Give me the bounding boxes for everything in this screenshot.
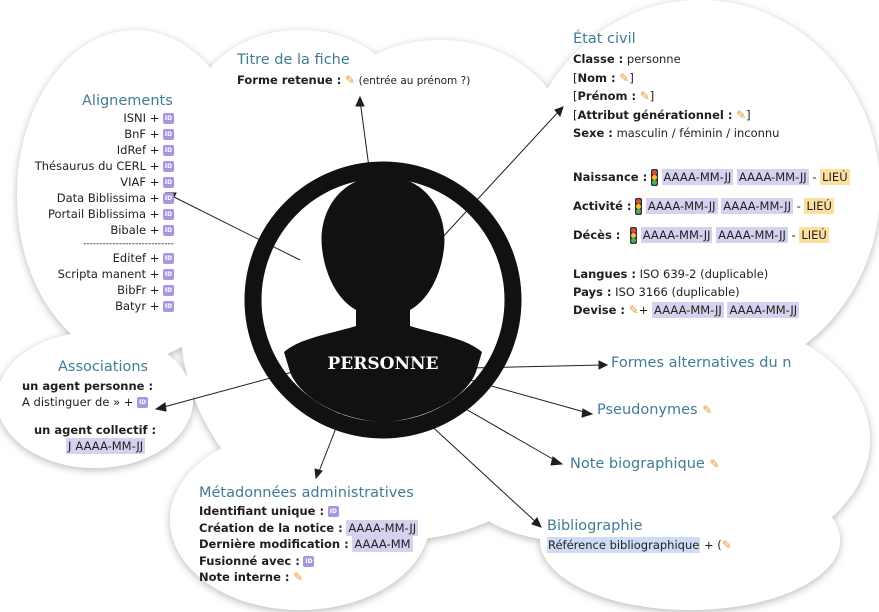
creation-line: Création de la notice : AAAA-MM-JJ <box>199 519 419 536</box>
forme-retenue-line: Forme retenue : ✎ (entrée au prénom ?) <box>237 72 470 89</box>
forme-retenue-label: Forme retenue : <box>237 73 342 87</box>
alignement-item: Portail Biblissima + ID <box>47 207 174 221</box>
id-badge-icon[interactable]: ID <box>163 225 174 236</box>
pencil-icon[interactable]: ✎ <box>293 570 304 584</box>
pencil-icon[interactable]: ✎ <box>628 303 639 317</box>
id-badge-icon[interactable]: ID <box>163 161 174 172</box>
associations-title: Associations <box>58 359 149 375</box>
id-badge-icon[interactable]: ID <box>163 269 174 280</box>
identifiant-line: Identifiant unique : ID <box>199 504 339 518</box>
alignement-item: Scripta manent + ID <box>57 267 174 281</box>
forme-retenue-note: (entrée au prénom ?) <box>358 75 471 87</box>
alignement-item: Bibale + ID <box>110 223 174 237</box>
id-badge-icon[interactable]: ID <box>327 506 339 517</box>
traffic-light-icon[interactable] <box>630 227 638 244</box>
id-badge-icon[interactable]: ID <box>163 113 174 124</box>
pencil-icon[interactable]: ✎ <box>702 403 713 417</box>
center-label: PERSONNE <box>327 354 439 374</box>
titre-fiche-title: Titre de la fiche <box>237 52 350 68</box>
bibliographie-title: Bibliographie <box>547 518 643 534</box>
fusionne-line: Fusionné avec : ID <box>199 553 315 568</box>
alignement-item: Editef + ID <box>112 251 174 265</box>
etat-civil-title: État civil <box>573 31 636 47</box>
pays-line: Pays : ISO 3166 (duplicable) <box>573 285 740 299</box>
agent-collectif-label: un agent collectif : <box>34 423 157 437</box>
alignements-list: ISNI + ID BnF + ID IdRef + ID Thésaurus … <box>20 110 174 314</box>
naissance-line: Naissance : AAAA-MM-JJ AAAA-MM-JJ - LIEÚ <box>573 169 850 186</box>
agent-personne-label: un agent personne : <box>22 379 154 393</box>
activite-line: Activité : AAAA-MM-JJ AAAA-MM-JJ - LIEÚ <box>573 198 834 215</box>
alignement-item: Data Biblissima + ID <box>56 191 174 205</box>
id-badge-icon[interactable]: ID <box>163 285 174 296</box>
metadonnees-block: Identifiant unique : ID Création de la n… <box>199 503 421 586</box>
devise-line: Devise : ✎+ AAAA-MM-JJ AAAA-MM-JJ <box>573 302 800 318</box>
id-badge-icon[interactable]: ID <box>163 129 174 140</box>
associations-block: un agent personne : A distinguer de » + … <box>22 378 156 454</box>
id-badge-icon[interactable]: ID <box>163 301 174 312</box>
id-badge-icon[interactable]: ID <box>163 193 174 204</box>
modification-line: Dernière modification : AAAA-MM <box>199 536 413 552</box>
etat-civil-block: Classe : personne [Nom : ✎] [Prénom : ✎]… <box>573 50 779 143</box>
pencil-icon[interactable]: ✎ <box>709 457 720 471</box>
pencil-icon[interactable]: ✎ <box>721 538 732 552</box>
alignement-item: ISNI + ID <box>123 111 174 125</box>
formes-alternatives-title: Formes alternatives du n <box>611 355 792 371</box>
prenom-line: [Prénom : ✎] <box>573 89 655 103</box>
id-badge-icon[interactable]: ID <box>137 397 149 408</box>
distinguer-line: A distinguer de » + ID <box>22 395 149 409</box>
id-badge-icon[interactable]: ID <box>163 209 174 220</box>
pencil-icon[interactable]: ✎ <box>344 73 356 87</box>
reference-bibliographique: Référence bibliographique <box>547 537 701 553</box>
nom-line: [Nom : ✎] <box>573 70 634 85</box>
langues-line: Langues : ISO 639-2 (duplicable) <box>573 267 769 281</box>
sexe-line: Sexe : masculin / féminin / inconnu <box>573 126 780 140</box>
traffic-light-icon[interactable] <box>635 198 643 215</box>
pencil-icon[interactable]: ✎ <box>639 89 650 103</box>
traffic-light-icon[interactable] <box>650 169 658 186</box>
pencil-icon[interactable]: ✎ <box>736 107 747 122</box>
classe-line: Classe : personne <box>573 52 681 66</box>
alignement-item: BnF + ID <box>124 127 174 141</box>
deces-line: Décès : AAAA-MM-JJ AAAA-MM-JJ - LIEÚ <box>573 227 829 244</box>
langues-pays-devise: Langues : ISO 639-2 (duplicable) Pays : … <box>573 265 800 319</box>
alignement-separator: ---------------------------- <box>83 239 174 249</box>
attribut-line: [Attribut générationnel : ✎] <box>573 107 751 122</box>
id-badge-icon[interactable]: ID <box>163 253 174 264</box>
alignement-item: Thésaurus du CERL + ID <box>34 159 174 173</box>
alignement-item: IdRef + ID <box>116 143 174 157</box>
note-biographique-title: Note biographique ✎ <box>570 456 720 472</box>
note-interne-line: Note interne : ✎ <box>199 570 304 584</box>
person-silhouette <box>244 161 522 439</box>
pseudonymes-title: Pseudonymes ✎ <box>597 402 713 418</box>
alignement-item: Batyr + ID <box>115 299 174 313</box>
alignements-title: Alignements <box>82 93 173 109</box>
pencil-icon[interactable]: ✎ <box>619 70 630 85</box>
alignement-item: VIAF + ID <box>120 175 174 189</box>
alignement-item: BibFr + ID <box>117 283 174 297</box>
metadonnees-title: Métadonnées administratives <box>199 485 414 501</box>
id-badge-icon[interactable]: ID <box>303 555 315 567</box>
id-badge-icon[interactable]: ID <box>163 145 174 156</box>
id-badge-icon[interactable]: ID <box>163 177 174 188</box>
bibliographie-line: Référence bibliographique + (✎ <box>547 537 732 553</box>
